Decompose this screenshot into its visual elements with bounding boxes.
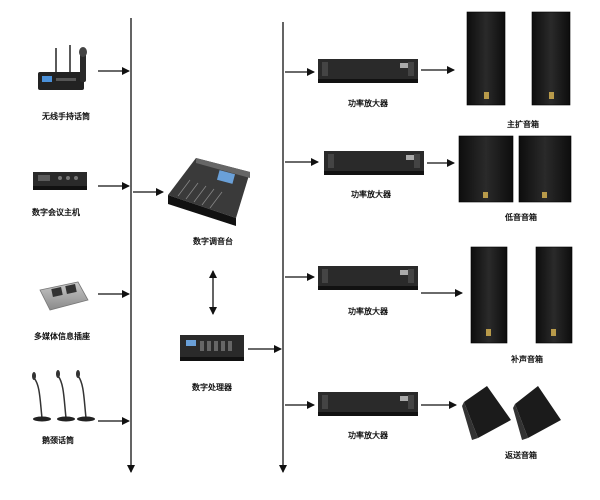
- amp-3-device: [318, 266, 418, 290]
- label-wireless-mic: 无线手持话筒: [42, 112, 90, 121]
- amp-2-device: [324, 151, 424, 175]
- wireless-mic-device: [38, 45, 87, 90]
- label-amp-2: 功率放大器: [351, 190, 391, 199]
- label-amp-1: 功率放大器: [348, 99, 388, 108]
- digital-mixer-device: [168, 158, 250, 226]
- label-conference-host: 数字会议主机: [32, 208, 80, 217]
- label-fill-speaker: 补声音箱: [511, 355, 543, 364]
- label-monitor-speaker: 返送音箱: [505, 451, 537, 460]
- gooseneck-mic-device: [32, 370, 95, 422]
- conference-host-device: [33, 172, 87, 190]
- main-speaker-device: [466, 11, 571, 106]
- digital-processor-device: [180, 335, 244, 361]
- label-main-speaker: 主扩音箱: [507, 120, 539, 129]
- label-amp-3: 功率放大器: [348, 307, 388, 316]
- amp-4-device: [318, 392, 418, 416]
- monitor-speaker-device: [462, 386, 561, 440]
- sub-speaker-device: [458, 135, 572, 203]
- multimedia-socket-device: [39, 281, 89, 311]
- amp-1-device: [318, 59, 418, 83]
- label-gooseneck-mic: 鹅颈话筒: [42, 436, 74, 445]
- label-digital-mixer: 数字调音台: [193, 237, 233, 246]
- label-amp-4: 功率放大器: [348, 431, 388, 440]
- fill-speaker-device: [470, 246, 573, 344]
- label-multimedia-socket: 多媒体信息插座: [34, 332, 90, 341]
- label-digital-processor: 数字处理器: [192, 383, 232, 392]
- label-sub-speaker: 低音音箱: [505, 213, 537, 222]
